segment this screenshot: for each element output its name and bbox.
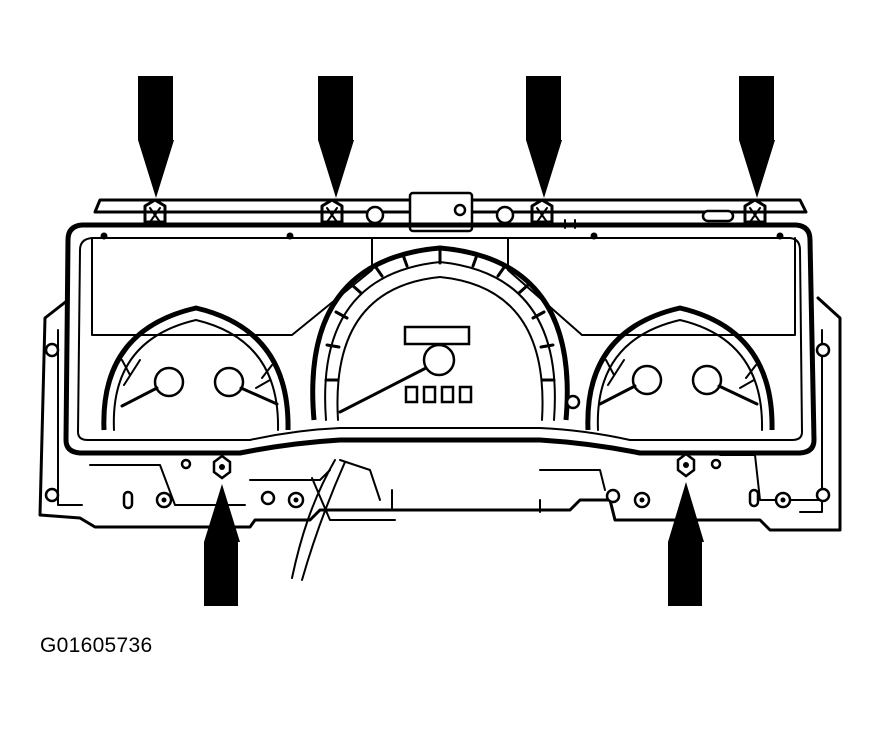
right-gauge xyxy=(585,305,775,431)
up-arrow-left xyxy=(204,484,240,606)
top-retaining-clip-1 xyxy=(143,198,167,224)
down-arrow-2 xyxy=(318,76,354,198)
indicator-window-right xyxy=(507,237,796,336)
bottom-fastener-left xyxy=(180,454,232,480)
up-arrow-right xyxy=(668,482,704,606)
wire-harness xyxy=(291,459,396,581)
left-gauge xyxy=(101,305,291,431)
down-arrow-3 xyxy=(526,76,562,198)
down-arrow-4 xyxy=(739,76,775,198)
top-retaining-clip-4 xyxy=(743,198,767,224)
down-arrow-1 xyxy=(138,76,174,198)
housing-bolts xyxy=(122,488,792,510)
top-retaining-clip-2 xyxy=(320,198,344,224)
top-retaining-clip-3 xyxy=(530,198,554,224)
cluster-bezel xyxy=(63,222,817,456)
indicator-window-left xyxy=(91,237,373,336)
figure-id-label: G01605736 xyxy=(40,634,153,657)
bottom-fastener-right xyxy=(676,452,722,478)
speedometer-gauge xyxy=(310,245,581,421)
